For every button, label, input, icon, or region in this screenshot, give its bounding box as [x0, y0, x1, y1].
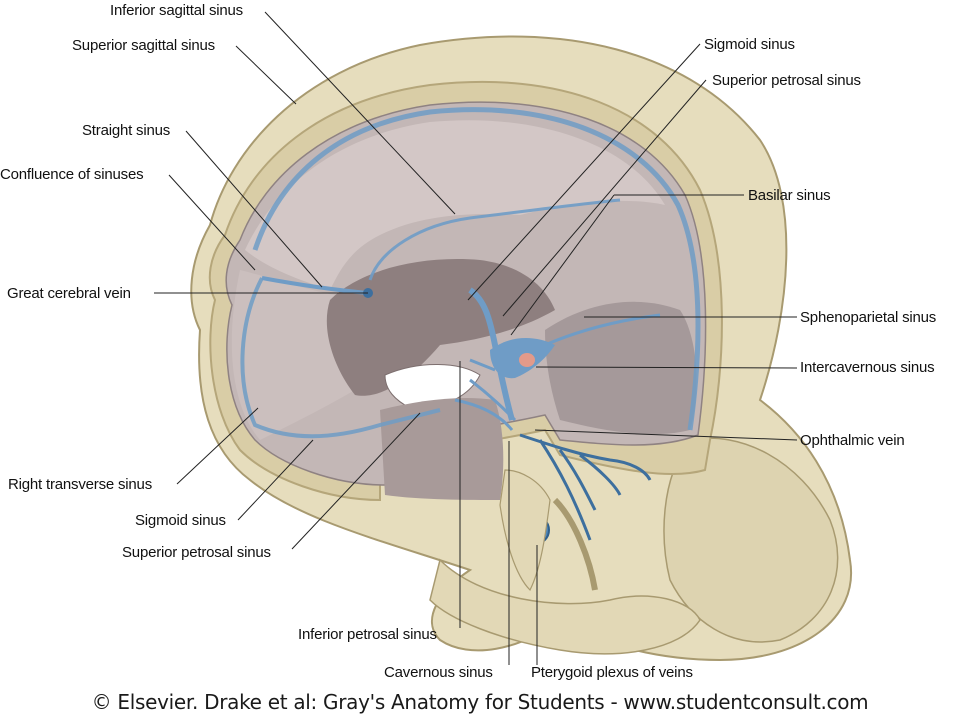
- label-right-transverse-sinus: Right transverse sinus: [8, 476, 152, 493]
- leader-intercavernous: [535, 366, 798, 369]
- superior-sagittal-sinus-vessel: [252, 107, 701, 431]
- intercavernous-veins: [454, 358, 517, 431]
- label-confluence-of-sinuses: Confluence of sinuses: [0, 166, 144, 183]
- label-superior-sagittal-sinus: Superior sagittal sinus: [72, 37, 215, 54]
- basilar-sinus-vessel: [468, 287, 515, 421]
- label-superior-petrosal-sinus-left: Superior petrosal sinus: [122, 544, 271, 561]
- leader-basilar-2: [510, 194, 615, 336]
- leader-superior-petrosal-left: [291, 412, 421, 550]
- label-intercavernous-sinus: Intercavernous sinus: [800, 359, 935, 376]
- leader-sigmoid-right: [467, 43, 701, 301]
- label-straight-sinus: Straight sinus: [82, 122, 171, 139]
- label-cavernous-sinus: Cavernous sinus: [384, 664, 493, 681]
- foramen-opening: [384, 364, 481, 409]
- label-sigmoid-sinus-right: Sigmoid sinus: [704, 36, 795, 53]
- label-great-cerebral-vein: Great cerebral vein: [7, 285, 131, 302]
- middle-fossa: [545, 301, 697, 435]
- label-ophthalmic-vein: Ophthalmic vein: [800, 432, 905, 449]
- leader-confluence: [168, 174, 256, 271]
- label-inferior-sagittal-sinus: Inferior sagittal sinus: [110, 2, 243, 19]
- pituitary-gland: [519, 353, 535, 367]
- posterior-fossa: [380, 398, 504, 500]
- label-inferior-petrosal-sinus: Inferior petrosal sinus: [298, 626, 437, 643]
- leader-right-transverse: [176, 407, 259, 485]
- styloid-process: [552, 497, 598, 591]
- copyright-caption: © Elsevier. Drake et al: Gray's Anatomy …: [91, 690, 869, 714]
- leader-sigmoid-left: [237, 439, 314, 521]
- ophthalmic-vein-vessel: [519, 433, 652, 541]
- leader-superior-petrosal-right: [502, 79, 707, 317]
- straight-sinus-vessel: [261, 276, 369, 295]
- leader-inferior-sagittal: [264, 11, 456, 215]
- tentorial-notch: [326, 259, 555, 396]
- label-superior-petrosal-sinus-right: Superior petrosal sinus: [712, 72, 861, 89]
- skull-illustration: [154, 11, 853, 665]
- label-basilar-sinus: Basilar sinus: [748, 187, 831, 204]
- mandible-arch: [429, 558, 701, 655]
- label-sphenoparietal-sinus: Sphenoparietal sinus: [800, 309, 937, 326]
- leader-lines: [154, 11, 798, 665]
- label-sigmoid-sinus-left: Sigmoid sinus: [135, 512, 226, 529]
- face-region: [663, 437, 839, 643]
- inferior-sagittal-sinus-vessel: [368, 198, 621, 281]
- falx-cerebri: [245, 120, 665, 291]
- leader-ophthalmic: [534, 429, 798, 441]
- leader-superior-sagittal: [235, 45, 297, 105]
- transverse-sinus-vessel: [240, 277, 441, 439]
- label-pterygoid-plexus: Pterygoid plexus of veins: [531, 664, 693, 681]
- leader-straight: [185, 130, 323, 288]
